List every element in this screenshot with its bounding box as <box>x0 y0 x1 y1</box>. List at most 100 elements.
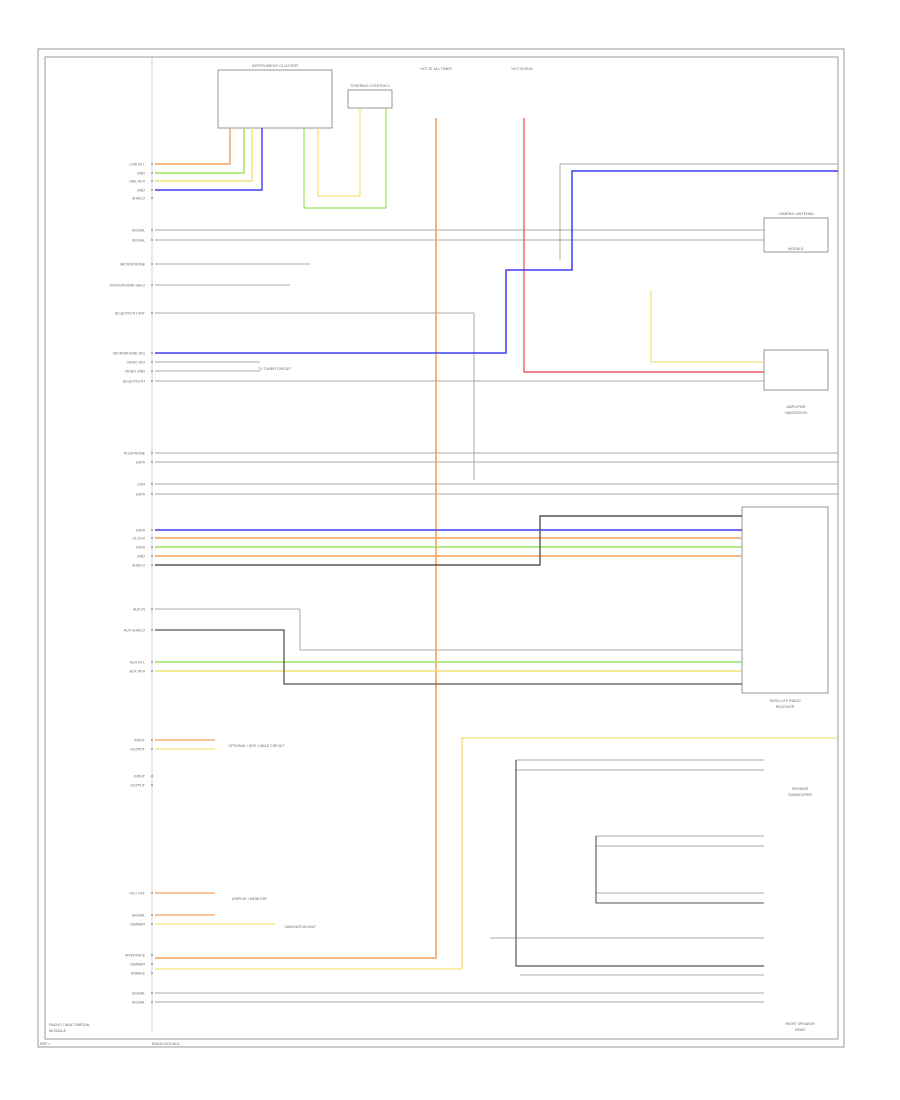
pin-dot <box>151 493 153 495</box>
pin-dot <box>151 452 153 454</box>
pin-dot <box>151 529 153 531</box>
pin-dot <box>151 312 153 314</box>
dark-speaker-wire <box>515 760 764 967</box>
blue-cluster-wire <box>155 128 263 191</box>
pin-dot <box>151 239 153 241</box>
left-module-sub: MODULE <box>49 1028 66 1033</box>
camera-antenna-sub: MODULE <box>788 247 804 251</box>
dark-speaker-wire-2 <box>595 836 764 904</box>
pin-label: MICROPHONE <box>120 263 145 267</box>
pin-label: OUTPUT <box>130 784 146 788</box>
pin-label: DIMMER <box>130 923 145 927</box>
red-ignition-wire <box>523 118 764 373</box>
display-note: DISPLAY / MONITOR <box>232 897 267 901</box>
footer-left: RADIO MODULE <box>152 1042 180 1046</box>
pin-dot <box>151 263 153 265</box>
satellite-radio-sub: RECEIVER <box>776 705 795 709</box>
pin-label: SIGNAL <box>132 229 145 233</box>
pin-label: DATA <box>136 493 146 497</box>
yellow-cluster-wire <box>155 128 253 182</box>
pin-label: SIGNAL <box>132 914 145 918</box>
orange-power-wire <box>155 118 437 959</box>
blue-microphone-wire <box>155 170 838 354</box>
pin-label: BLUETOOTH <box>123 380 145 384</box>
pin-dot <box>151 229 153 231</box>
dark-shield-wire <box>155 515 742 566</box>
green-cluster-wire <box>155 128 245 174</box>
pin-label: AUX IN <box>133 608 145 612</box>
pin-dot <box>151 546 153 548</box>
pin-dot <box>151 555 153 557</box>
pin-dot <box>151 380 153 382</box>
pin-label: INTERFACE <box>125 954 146 958</box>
pin-dot <box>151 483 153 485</box>
grey-wire-group <box>155 163 838 1003</box>
pin-dot <box>151 775 153 777</box>
orange-cluster-wire <box>155 128 231 165</box>
pin-label: SIGNAL <box>132 992 145 996</box>
pin-dot <box>151 352 153 354</box>
steering-controls-label: STEERING CONTROLS <box>350 84 390 88</box>
pin-dot <box>151 284 153 286</box>
green-steering-wire <box>303 108 387 209</box>
navigation-note: NAVIGATION UNIT <box>285 925 317 929</box>
fuse1-label: HOT AT ALL TIMES <box>420 67 452 71</box>
pin-dot <box>151 748 153 750</box>
optional-note: OPTIONAL / SEE CABLE CIRCUIT <box>228 744 285 748</box>
pin-label: INPUT <box>134 775 146 779</box>
yellow-enable-wire <box>155 737 838 970</box>
pin-dot <box>151 461 153 463</box>
pin-dot <box>151 189 153 191</box>
pin-dot <box>151 892 153 894</box>
amplifier-label: AMPLIFIER <box>787 405 806 409</box>
pin-label: MICROPHONE SHLD <box>110 284 146 288</box>
pin-label: INPUT <box>134 739 146 743</box>
speaker-label: SPEAKER <box>792 787 809 791</box>
right-speaker-label: RIGHT SPEAKER <box>785 1022 814 1026</box>
instrument-cluster-box <box>217 69 333 129</box>
pin-label: SHIELD <box>132 197 145 201</box>
pin-dot <box>151 739 153 741</box>
outer-frame <box>37 48 845 1048</box>
amplifier-sub: NAVIGATION <box>785 411 807 415</box>
footer-code: REF 1 <box>40 1042 50 1046</box>
pin-label: DATA <box>136 461 146 465</box>
pin-label: VIDEO SIG <box>127 361 146 365</box>
pin-label: DATA <box>136 546 146 550</box>
pin-label: GND <box>137 189 145 193</box>
pin-dot <box>151 963 153 965</box>
speaker-sub: SUBWOOFER <box>788 793 812 797</box>
pin-dot <box>151 629 153 631</box>
camera-antenna-module-box <box>763 217 829 253</box>
pin-dot <box>151 370 153 372</box>
pin-label: ENABLE <box>131 972 146 976</box>
fuse2-label: HOT IN RUN <box>512 67 533 71</box>
pin-label: BLUETOOTH ANT <box>115 312 146 316</box>
pin-dot <box>151 172 153 174</box>
pin-dot <box>151 954 153 956</box>
pin-label: ON / OFF <box>129 892 145 896</box>
pin-dot <box>151 661 153 663</box>
pin-label: DIMMER <box>130 963 145 967</box>
pin-label: MICROPHONE SIG <box>113 352 145 356</box>
pin-label: GND <box>137 555 145 559</box>
pin-dot <box>151 670 153 672</box>
satellite-radio-box <box>741 506 829 694</box>
pin-label: DATA <box>136 529 146 533</box>
pin-dot <box>151 1001 153 1003</box>
pin-label: AUX IN L <box>130 661 145 665</box>
yellow-amp-wire <box>650 290 764 363</box>
pin-dot <box>151 163 153 165</box>
pin-label: SIGNAL <box>132 1001 145 1005</box>
pin-dot <box>151 197 153 199</box>
tv-tuner-note: TV TUNER CIRCUIT <box>258 367 292 371</box>
pin-label: GND <box>137 172 145 176</box>
pin-label: CLOCK <box>133 537 146 541</box>
inner-frame <box>44 56 839 1040</box>
pin-label: SIGNAL <box>132 239 145 243</box>
pin-dot <box>151 914 153 916</box>
satellite-radio-label: SATELLITE RADIO <box>769 699 800 703</box>
pin-label: SHIELD <box>132 564 145 568</box>
pin-dot <box>151 537 153 539</box>
pin-label: VIDEO GND <box>125 370 146 374</box>
